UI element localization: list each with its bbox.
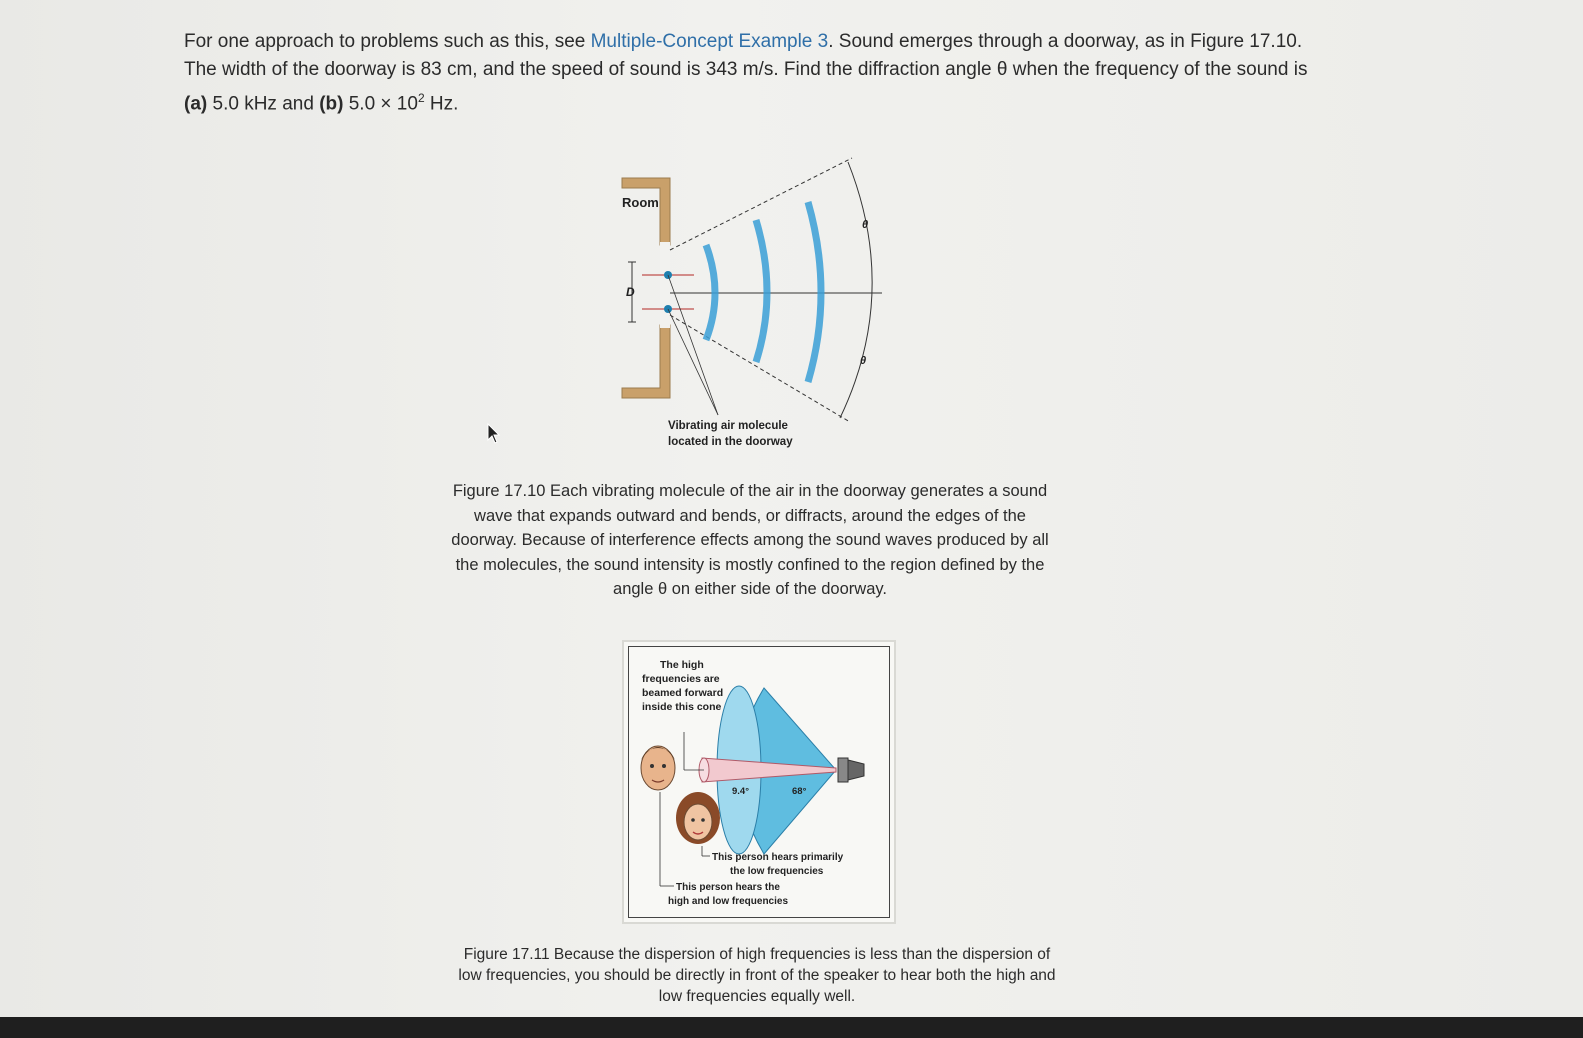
part-b-unit: Hz. <box>424 93 459 115</box>
cone-label-line2: frequencies are <box>642 673 720 685</box>
wavefront-1 <box>702 243 719 342</box>
d-label: D <box>626 285 635 299</box>
man-face-icon <box>640 745 676 791</box>
wavefront-3 <box>804 201 825 383</box>
mouse-cursor-icon <box>487 422 501 444</box>
theta-top-label: θ <box>862 219 868 231</box>
angle-small-label: 9.4° <box>732 786 749 797</box>
angle-large-label: 68° <box>792 786 807 797</box>
screen-bottom-edge <box>0 1017 1583 1038</box>
angle-arc <box>839 161 873 419</box>
person1-label-line1: This person hears primarily <box>712 852 844 863</box>
part-a-value: 5.0 kHz and <box>207 93 320 115</box>
wall-top <box>621 177 671 246</box>
speaker-icon <box>837 757 849 783</box>
wavefront-2 <box>752 218 771 364</box>
figure-17-10-caption: Figure 17.10 Each vibrating molecule of … <box>451 482 1049 598</box>
cone-label-line4: inside this cone <box>642 701 722 713</box>
part-b-exponent: 2 <box>417 91 425 105</box>
room-label: Room <box>622 195 659 210</box>
person2-label-line1: This person hears the <box>676 882 780 893</box>
woman-face-icon <box>676 792 720 844</box>
molecule-label-line2: located in the doorway <box>668 436 793 448</box>
theta-bottom-label: θ <box>860 355 866 367</box>
boundary-bottom <box>669 314 851 423</box>
multiple-concept-example-link[interactable]: Multiple-Concept Example 3 <box>590 31 829 52</box>
figure-17-11-caption: Figure 17.11 Because the dispersion of h… <box>458 946 1056 1005</box>
problem-body: . Sound emerges through a doorway, as in… <box>184 31 1308 80</box>
doorway-gap <box>660 242 670 328</box>
person1-label-line2: the low frequencies <box>730 866 824 877</box>
person2-label-line2: high and low frequencies <box>668 896 788 907</box>
cone-label-line1: The high <box>660 659 704 671</box>
problem-intro: For one approach to problems such as thi… <box>184 31 591 52</box>
molecule-label-line1: Vibrating air molecule <box>668 420 788 432</box>
boundary-top <box>669 157 853 251</box>
figure-17-11-diagram: The high frequencies are beamed forward … <box>640 659 865 907</box>
cone-label-line3: beamed forward <box>642 687 723 699</box>
wall-bottom <box>621 324 671 399</box>
problem-statement: For one approach to problems such as thi… <box>184 28 1314 118</box>
part-b-label: (b) <box>319 93 344 115</box>
part-b-value: 5.0 × 10 <box>343 93 418 115</box>
figure-17-10-diagram: Room D θ θ Vibrating air molecule locate… <box>621 157 882 448</box>
part-a-label: (a) <box>184 93 208 115</box>
high-frequency-cone <box>701 757 837 783</box>
figure-17-11-panel: The high frequencies are beamed forward … <box>622 640 896 924</box>
